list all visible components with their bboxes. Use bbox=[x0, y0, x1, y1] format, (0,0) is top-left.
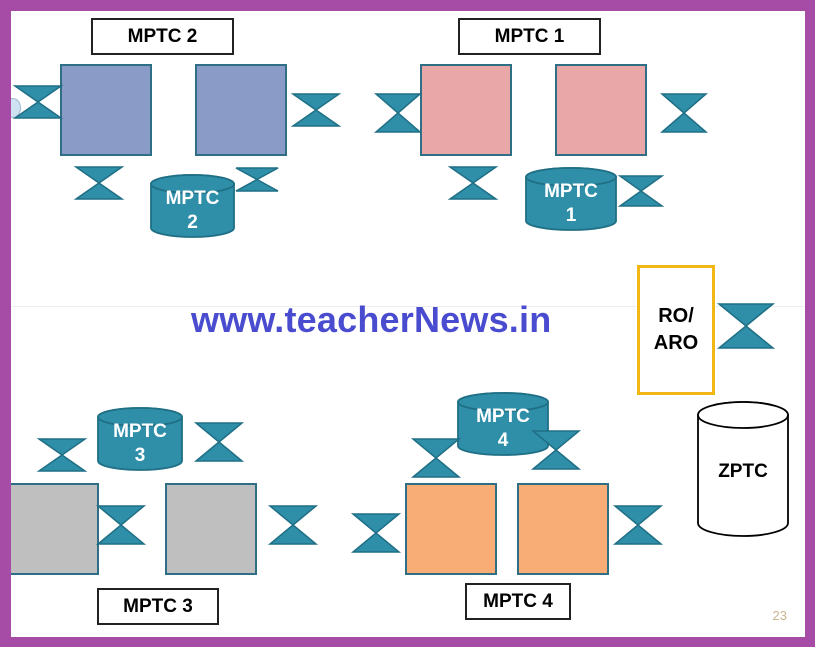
cylinder-icon bbox=[457, 392, 549, 456]
cylinder-icon bbox=[525, 167, 617, 231]
ro-aro-box: RO/ ARO bbox=[637, 265, 715, 395]
mptc1-block-left bbox=[420, 64, 512, 156]
cylinder-label: MPTC 2 bbox=[165, 187, 220, 233]
valve-icon bbox=[73, 166, 125, 200]
mptc4-label: MPTC 4 bbox=[465, 583, 571, 620]
valve-icon bbox=[373, 93, 423, 133]
valve-icon bbox=[617, 175, 665, 207]
cylinder-icon bbox=[150, 174, 235, 238]
page-number: 23 bbox=[772, 608, 787, 623]
cylinder-label: MPTC 3 bbox=[113, 420, 167, 466]
valve-icon bbox=[193, 422, 245, 462]
valve-icon bbox=[12, 85, 64, 119]
mptc2-block-left bbox=[60, 64, 152, 156]
section-divider bbox=[11, 306, 805, 307]
valve-icon bbox=[95, 505, 147, 545]
mptc3-block-right bbox=[165, 483, 257, 575]
zptc-cylinder: ZPTC bbox=[697, 401, 789, 537]
valve-icon bbox=[350, 513, 402, 553]
slide: MPTC 2 MPTC 2 MPTC 1 MPTC 1 www.teacherN… bbox=[11, 11, 805, 637]
cylinder-icon bbox=[697, 401, 789, 537]
valve-icon bbox=[267, 505, 319, 545]
mptc4-block-right bbox=[517, 483, 609, 575]
mptc3-label: MPTC 3 bbox=[97, 588, 219, 625]
mptc3-block-left bbox=[11, 483, 99, 575]
mptc1-cylinder: MPTC 1 bbox=[525, 167, 617, 231]
valve-icon bbox=[290, 93, 342, 127]
mptc3-cylinder: MPTC 3 bbox=[97, 407, 183, 471]
valve-icon bbox=[659, 93, 709, 133]
mptc4-cylinder: MPTC 4 bbox=[457, 392, 549, 456]
valve-icon bbox=[410, 438, 462, 478]
valve-icon bbox=[36, 438, 88, 472]
mptc2-label: MPTC 2 bbox=[91, 18, 234, 55]
watermark-text: www.teacherNews.in bbox=[191, 299, 552, 340]
valve-icon bbox=[235, 167, 279, 192]
mptc2-block-right bbox=[195, 64, 287, 156]
mptc4-block-left bbox=[405, 483, 497, 575]
mptc2-cylinder: MPTC 2 bbox=[150, 174, 235, 238]
valve-icon bbox=[530, 430, 582, 470]
valve-icon bbox=[612, 505, 664, 545]
cylinder-label: MPTC 1 bbox=[544, 180, 598, 226]
cylinder-icon bbox=[97, 407, 183, 471]
valve-icon bbox=[716, 303, 776, 349]
valve-icon bbox=[447, 166, 499, 200]
cylinder-label: MPTC 4 bbox=[476, 405, 530, 451]
mptc1-block-right bbox=[555, 64, 647, 156]
zptc-label: ZPTC bbox=[718, 461, 768, 482]
mptc1-label: MPTC 1 bbox=[458, 18, 601, 55]
